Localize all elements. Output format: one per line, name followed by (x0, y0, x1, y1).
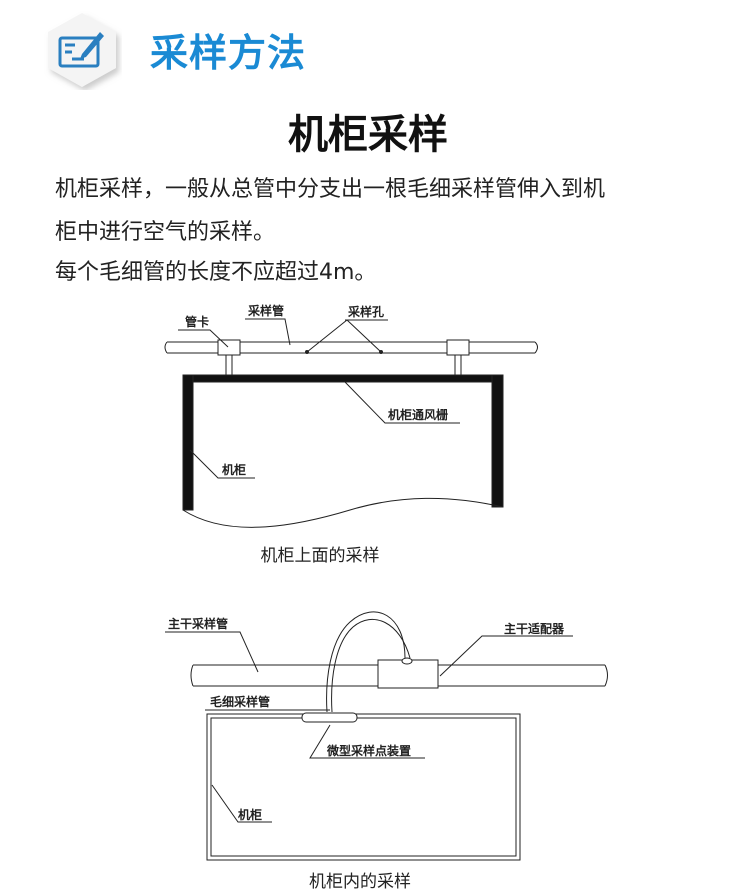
cabinet-grille (182, 374, 504, 383)
caption-top-sampling: 机柜上面的采样 (261, 546, 380, 566)
cabinet-cutaway (182, 497, 504, 528)
label-main-pipe: 主干采样管 (168, 616, 228, 631)
pipe-clamp (446, 339, 470, 356)
paragraph-line: 机柜采样，一般从总管中分支出一根毛细采样管伸入到机 (55, 177, 606, 202)
label-cabinet: 机柜 (238, 807, 262, 822)
paragraph-line: 每个毛细管的长度不应超过4m。 (55, 260, 377, 285)
label-clamp: 管卡 (185, 314, 209, 329)
label-sampling-holes: 采样孔 (347, 304, 384, 319)
sampling-pipe (164, 341, 538, 354)
paragraph-line: 柜中进行空气的采样。 (55, 220, 276, 245)
pipe-clamp (217, 339, 241, 356)
label-micro-device: 微型采样点装置 (326, 743, 411, 758)
section-badge (42, 10, 122, 90)
section-title: 采样方法 (150, 31, 307, 75)
label-sampling-pipe: 采样管 (247, 303, 284, 318)
label-capillary: 毛细采样管 (210, 694, 270, 709)
caption-inside-sampling: 机柜内的采样 (309, 872, 411, 892)
diagram-top-sampling (164, 318, 538, 528)
diagram-inside-sampling (165, 611, 608, 861)
cabinet-outer (206, 713, 521, 861)
capillary-tube (326, 611, 406, 713)
page-title: 机柜采样 (288, 112, 448, 158)
micro-sampling-device (301, 712, 358, 723)
label-main-adapter: 主干适配器 (504, 621, 565, 636)
edit-document-icon (48, 13, 116, 87)
label-grille: 机柜通风栅 (388, 407, 448, 422)
label-cabinet: 机柜 (222, 462, 246, 477)
